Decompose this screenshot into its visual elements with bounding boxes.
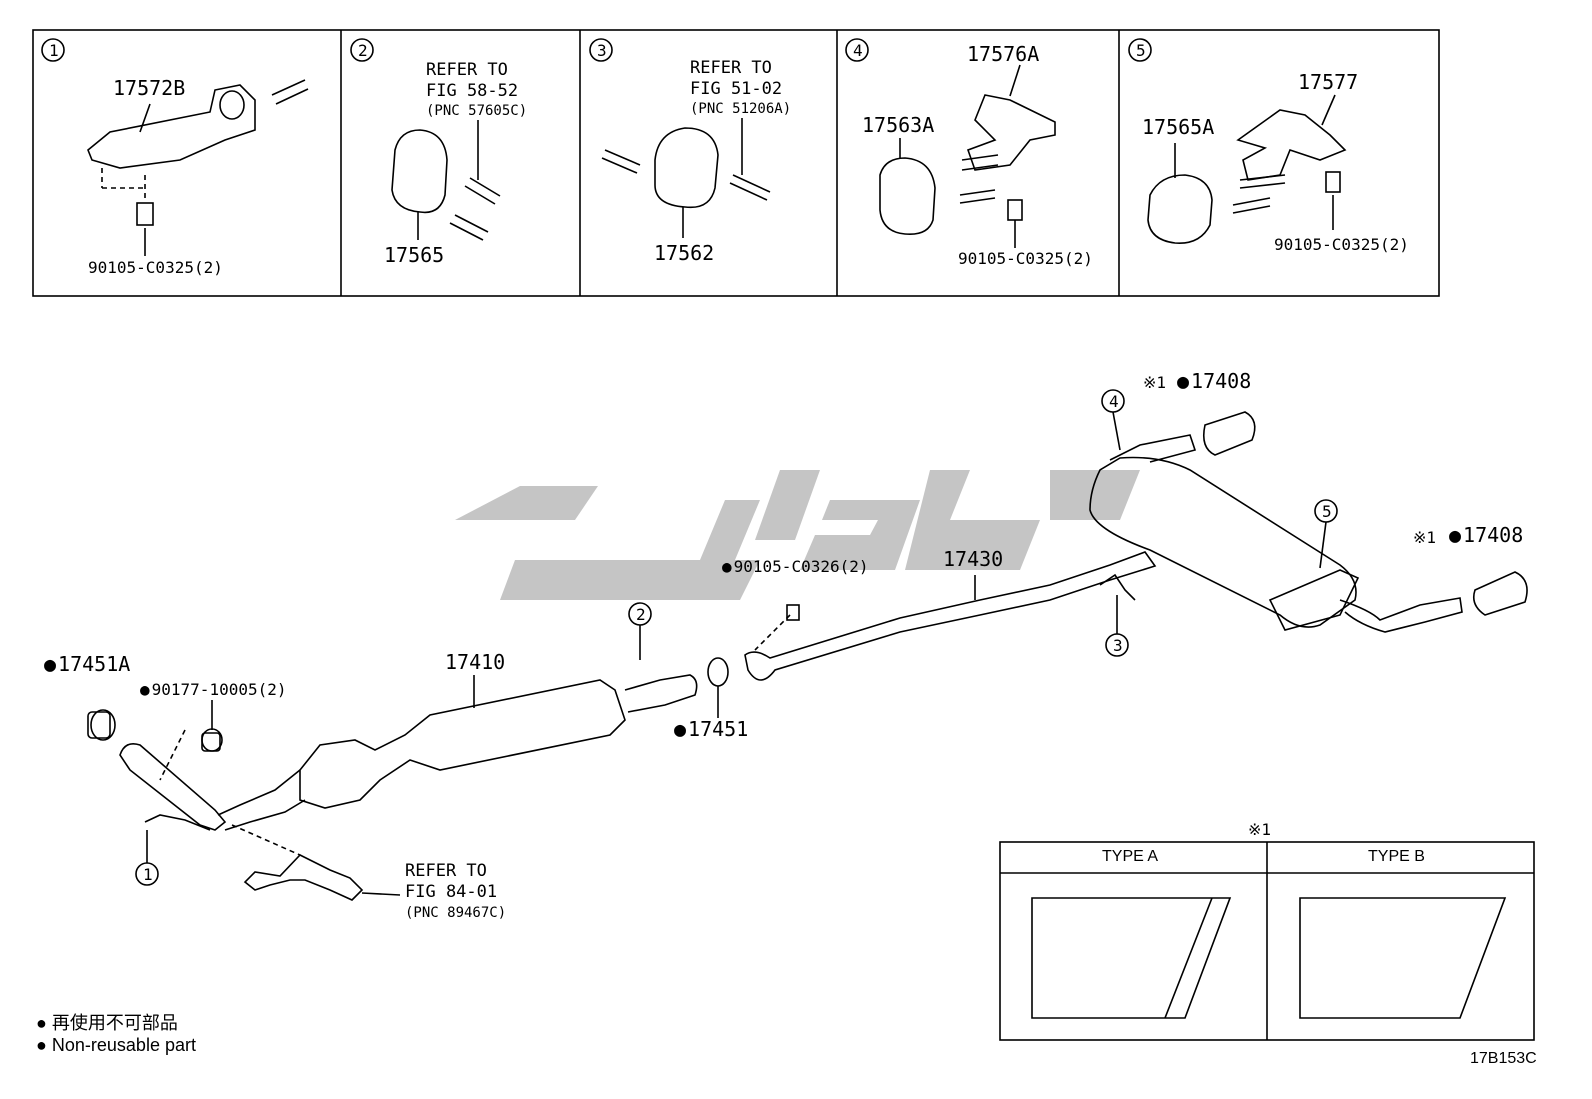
rubber-hanger-17562-drawing bbox=[601, 118, 771, 238]
part-17408-label-lower[interactable]: 17408 bbox=[1449, 523, 1523, 547]
part-17565a-label[interactable]: 17565A bbox=[1142, 115, 1215, 139]
part-90177-10005-label[interactable]: 90177-10005(2) bbox=[140, 680, 287, 699]
legend-line-japanese: ● 再使用不可部品 bbox=[36, 1013, 178, 1033]
callout-2: 2 bbox=[636, 605, 646, 624]
note-mark-1: ※1 bbox=[1413, 528, 1437, 547]
part-17430-label[interactable]: 17430 bbox=[943, 547, 1004, 571]
type-a-header: TYPE A bbox=[1102, 848, 1159, 865]
o2-sensor-drawing bbox=[243, 854, 401, 901]
front-pipe-drawing bbox=[90, 709, 306, 856]
panel-2-number: 2 bbox=[358, 41, 368, 60]
legend-line-english: ● Non-reusable part bbox=[36, 1035, 196, 1055]
figure-reference-link[interactable]: FIG 84-01 bbox=[405, 882, 498, 902]
part-17577-label[interactable]: 17577 bbox=[1298, 70, 1359, 94]
part-17562-label[interactable]: 17562 bbox=[654, 241, 715, 265]
center-pipe-17430-drawing bbox=[744, 551, 1157, 681]
filled-dot-icon: ● bbox=[36, 1013, 47, 1033]
callout-1: 1 bbox=[143, 865, 153, 884]
callout-4: 4 bbox=[1109, 392, 1119, 411]
filled-dot-icon: ● bbox=[36, 1035, 47, 1055]
pnc-reference: (PNC 51206A) bbox=[690, 101, 792, 117]
refer-to-label: REFER TO bbox=[690, 58, 772, 78]
part-90105-c0326-label[interactable]: 90105-C0326(2) bbox=[722, 557, 869, 576]
bracket-17577-drawing bbox=[1232, 94, 1347, 230]
panel-5-number: 5 bbox=[1136, 41, 1146, 60]
callout-3: 3 bbox=[1113, 636, 1123, 655]
figure-id: 17B153C bbox=[1470, 1050, 1537, 1067]
rubber-hanger-17563a-drawing bbox=[879, 138, 936, 236]
note-mark-1: ※1 bbox=[1143, 373, 1167, 392]
callout-5: 5 bbox=[1322, 502, 1332, 521]
watermark-logo bbox=[455, 470, 1140, 600]
rubber-hanger-17565-drawing bbox=[391, 120, 501, 241]
part-17410-label[interactable]: 17410 bbox=[445, 650, 506, 674]
panel-4-number: 4 bbox=[853, 41, 863, 60]
part-17563a-label[interactable]: 17563A bbox=[862, 113, 935, 137]
bolt-label-panel-4[interactable]: 90105-C0325(2) bbox=[958, 249, 1093, 268]
top-panels-frame bbox=[32, 29, 1440, 297]
main-callout-circles bbox=[135, 389, 1338, 886]
gasket-17451-drawing bbox=[707, 657, 729, 718]
refer-to-label: REFER TO bbox=[405, 861, 487, 881]
type-b-header: TYPE B bbox=[1368, 848, 1425, 865]
type-table-note-mark: ※1 bbox=[1248, 820, 1272, 839]
pnc-reference: (PNC 89467C) bbox=[405, 905, 507, 921]
bracket-17572b-drawing bbox=[87, 79, 309, 256]
part-17451a-label[interactable]: 17451A bbox=[44, 652, 130, 676]
figure-reference-link[interactable]: FIG 51-02 bbox=[690, 79, 783, 99]
nut-bolt-drawing bbox=[87, 700, 221, 752]
refer-to-label: REFER TO bbox=[426, 60, 508, 80]
part-17572b-label[interactable]: 17572B bbox=[113, 76, 186, 100]
catalytic-converter-17410-drawing bbox=[299, 674, 698, 809]
part-17565-label[interactable]: 17565 bbox=[384, 243, 445, 267]
bolt-label-panel-5[interactable]: 90105-C0325(2) bbox=[1274, 235, 1409, 254]
part-17451-label[interactable]: 17451 bbox=[674, 717, 748, 741]
pnc-reference: (PNC 57605C) bbox=[426, 103, 528, 119]
part-17408-label-upper[interactable]: 17408 bbox=[1177, 369, 1251, 393]
part-17576a-label[interactable]: 17576A bbox=[967, 42, 1040, 66]
figure-reference-link[interactable]: FIG 58-52 bbox=[426, 81, 519, 101]
panel-number-circles bbox=[41, 38, 1152, 62]
muffler-drawing bbox=[1089, 434, 1463, 633]
type-table-frame bbox=[999, 841, 1535, 1041]
bracket-17576a-drawing bbox=[959, 64, 1056, 248]
panel-3-number: 3 bbox=[597, 41, 607, 60]
tail-pipe-tips-drawing bbox=[1202, 411, 1528, 616]
rubber-hanger-17565a-drawing bbox=[1147, 143, 1213, 244]
bolt-label-panel-1[interactable]: 90105-C0325(2) bbox=[88, 258, 223, 277]
panel-1-number: 1 bbox=[49, 41, 59, 60]
